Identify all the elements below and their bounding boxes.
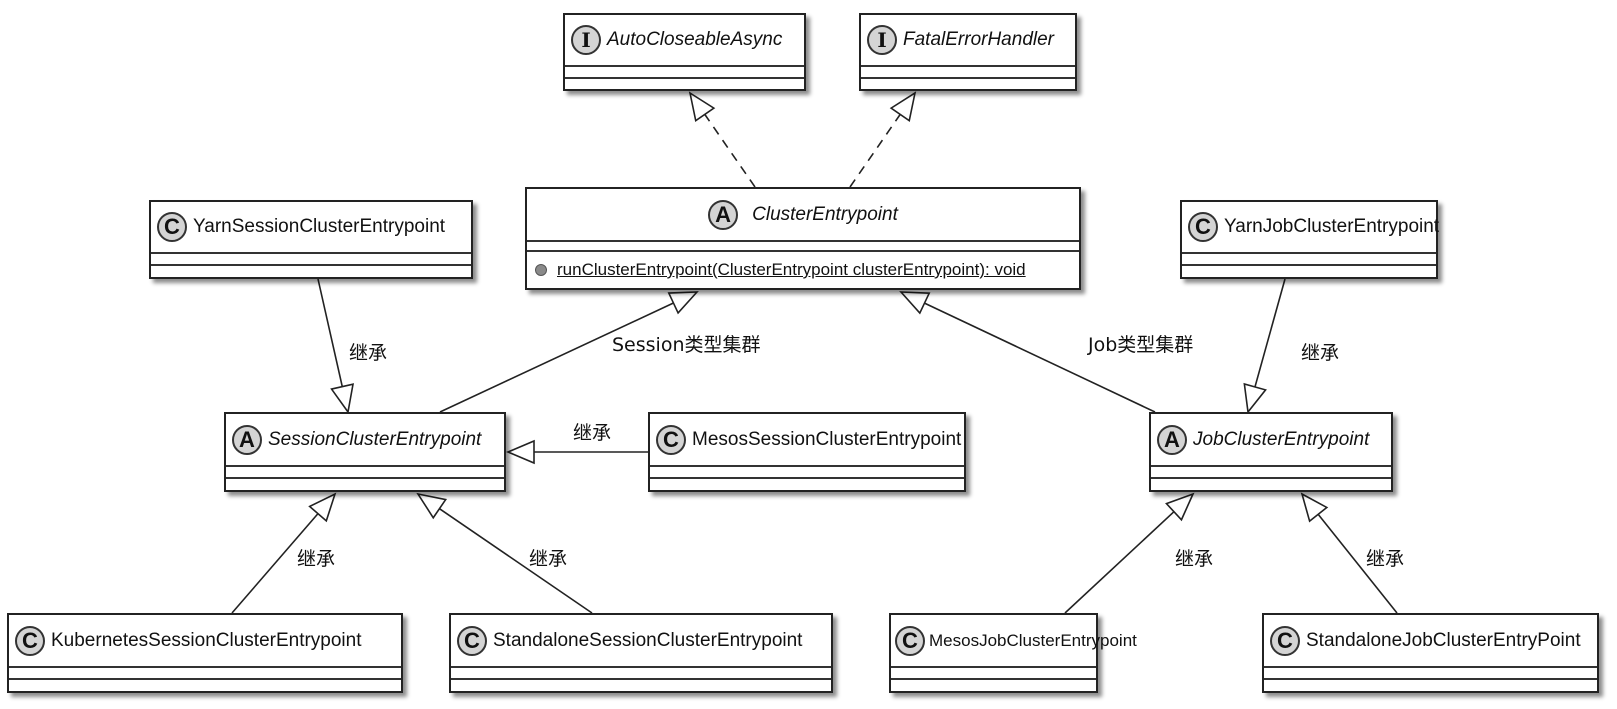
class-box-mesosjobclusterentrypoint[interactable]: C MesosJobClusterEntrypoint — [889, 613, 1137, 693]
hollow-triangle-arrowhead-icon — [505, 439, 535, 465]
class-box-standalonesessionclusterentrypoint[interactable]: C StandaloneSessionClusterEntrypoint — [449, 613, 833, 693]
interface-icon: I — [571, 25, 601, 55]
class-name: SessionClusterEntrypoint — [268, 428, 482, 450]
relation-label-session-type: Session类型集群 — [612, 334, 761, 356]
relation-label-inherit-yarnjob: 继承 — [1301, 342, 1340, 364]
methods-compartment — [1151, 479, 1391, 490]
fields-compartment — [565, 67, 804, 79]
methods-compartment — [1182, 266, 1436, 277]
class-box-mesossessionclusterentrypoint[interactable]: C MesosSessionClusterEntrypoint — [648, 412, 966, 492]
hollow-triangle-arrowhead-icon — [1300, 492, 1329, 523]
realization-line — [704, 113, 756, 188]
class-icon: C — [457, 625, 487, 656]
class-name: YarnSessionClusterEntrypoint — [193, 216, 446, 237]
method-signature: runClusterEntrypoint(ClusterEntrypoint c… — [557, 260, 1026, 279]
fields-compartment — [1264, 668, 1597, 680]
generalization-line — [439, 508, 593, 614]
fields-compartment — [650, 467, 964, 479]
methods-compartment — [861, 79, 1075, 89]
generalization-line — [1254, 278, 1286, 388]
hollow-triangle-arrowhead-icon — [889, 91, 917, 122]
methods-compartment — [226, 479, 504, 490]
class-name: KubernetesSessionClusterEntrypoint — [51, 629, 362, 651]
methods-compartment — [891, 680, 1096, 691]
fields-compartment — [151, 254, 471, 266]
abstract-class-icon: A — [708, 199, 739, 230]
relation-label-inherit-standalonejob: 继承 — [1366, 548, 1405, 570]
hollow-triangle-arrowhead-icon — [416, 492, 448, 520]
relation-label-inherit-mesossession: 继承 — [573, 422, 612, 444]
class-name: StandaloneSessionClusterEntrypoint — [493, 629, 803, 651]
methods-compartment — [151, 266, 471, 277]
class-name: StandaloneJobClusterEntryPoint — [1306, 629, 1581, 651]
abstract-class-icon: A — [232, 424, 262, 455]
hollow-triangle-arrowhead-icon — [1243, 382, 1267, 414]
class-name: AutoCloseableAsync — [607, 29, 783, 50]
class-icon: C — [895, 625, 925, 656]
class-box-jobclusterentrypoint[interactable]: A JobClusterEntrypoint — [1149, 412, 1393, 492]
class-box-autocloseableasync[interactable]: I AutoCloseableAsync — [563, 13, 806, 91]
methods-compartment — [451, 680, 831, 691]
generalization-line — [924, 302, 1156, 413]
class-icon: C — [1270, 625, 1300, 656]
realization-line — [849, 113, 901, 188]
relation-label-inherit-k8ssession: 继承 — [297, 548, 336, 570]
class-icon: C — [656, 424, 686, 455]
methods-compartment — [650, 479, 964, 490]
class-name: YarnJobClusterEntrypoint — [1224, 216, 1440, 237]
relation-label-inherit-standalonesession: 继承 — [529, 548, 568, 570]
generalization-line — [231, 513, 319, 614]
fields-compartment — [451, 668, 831, 680]
hollow-triangle-arrowhead-icon — [1165, 492, 1195, 522]
class-name: MesosSessionClusterEntrypoint — [692, 428, 962, 450]
fields-compartment — [527, 242, 1079, 252]
fields-compartment — [226, 467, 504, 479]
interface-icon: I — [867, 25, 897, 55]
class-box-clusterentrypoint[interactable]: A ClusterEntrypoint runClusterEntrypoint… — [525, 187, 1081, 290]
hollow-triangle-arrowhead-icon — [308, 492, 337, 523]
class-name: FatalErrorHandler — [903, 29, 1054, 50]
hollow-triangle-arrowhead-icon — [688, 91, 716, 122]
class-icon: C — [15, 625, 45, 656]
fields-compartment — [9, 668, 401, 680]
hollow-triangle-arrowhead-icon — [899, 291, 931, 315]
class-name: ClusterEntrypoint — [752, 203, 898, 225]
class-box-standalonejobclusterentrypoint[interactable]: C StandaloneJobClusterEntryPoint — [1262, 613, 1599, 693]
class-name: MesosJobClusterEntrypoint — [929, 630, 1137, 650]
relation-label-inherit-mesosjob: 继承 — [1175, 548, 1214, 570]
methods-compartment: runClusterEntrypoint(ClusterEntrypoint c… — [527, 252, 1079, 288]
method-row[interactable]: runClusterEntrypoint(ClusterEntrypoint c… — [527, 252, 1079, 288]
fields-compartment — [1182, 254, 1436, 266]
class-box-yarnsessionclusterentrypoint[interactable]: C YarnSessionClusterEntrypoint — [149, 200, 473, 279]
hollow-triangle-arrowhead-icon — [667, 291, 699, 315]
class-name: JobClusterEntrypoint — [1193, 428, 1370, 450]
hollow-triangle-arrowhead-icon — [330, 383, 355, 415]
public-method-icon — [535, 264, 547, 276]
relation-label-job-type: Job类型集群 — [1088, 334, 1194, 356]
fields-compartment — [891, 668, 1096, 680]
class-box-sessionclusterentrypoint[interactable]: A SessionClusterEntrypoint — [224, 412, 506, 492]
generalization-line — [1064, 511, 1175, 614]
abstract-class-icon: A — [1157, 424, 1187, 455]
class-box-kubernetessessionclusterentrypoint[interactable]: C KubernetesSessionClusterEntrypoint — [7, 613, 403, 693]
relation-label-inherit-yarnsession: 继承 — [349, 342, 388, 364]
generalization-line — [439, 302, 674, 413]
generalization-line — [317, 278, 344, 387]
generalization-line — [1317, 513, 1398, 614]
methods-compartment — [1264, 680, 1597, 691]
class-icon: C — [157, 212, 187, 242]
class-box-yarnjobclusterentrypoint[interactable]: C YarnJobClusterEntrypoint — [1180, 200, 1440, 279]
methods-compartment — [9, 680, 401, 691]
class-icon: C — [1188, 212, 1218, 242]
class-box-fatalerrorhandler[interactable]: I FatalErrorHandler — [859, 13, 1077, 91]
fields-compartment — [861, 67, 1075, 79]
fields-compartment — [1151, 467, 1391, 479]
methods-compartment — [565, 79, 804, 89]
